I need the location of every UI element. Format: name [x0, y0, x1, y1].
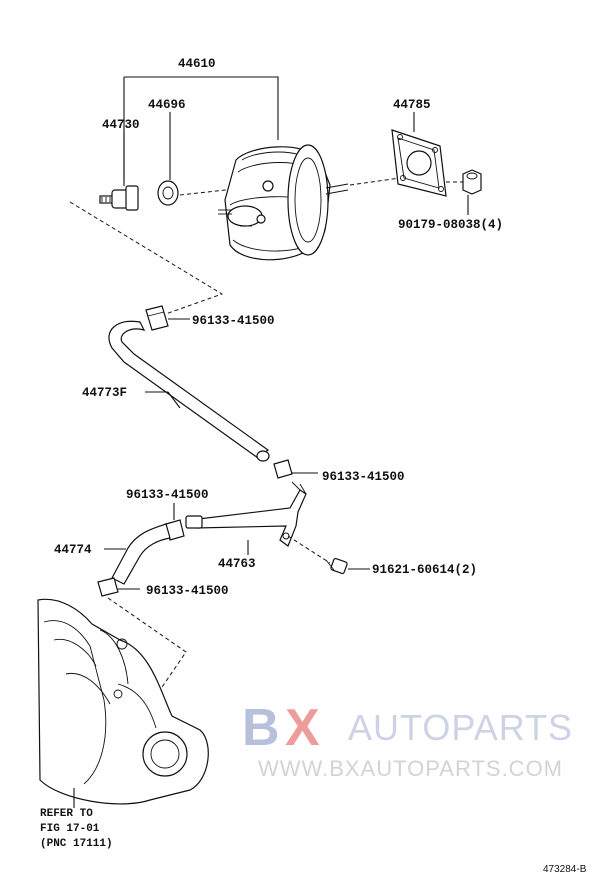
brake-booster-part — [218, 144, 349, 261]
nut-part — [462, 169, 482, 215]
reference-line-1: REFER TO — [40, 808, 93, 820]
reference-line-2: FIG 17-01 — [40, 823, 100, 835]
vacuum-hose-part — [108, 320, 270, 462]
watermark-logo-x: X — [285, 699, 320, 757]
clip-mid-part — [273, 459, 318, 479]
label-check-valve-grommet: 44696 — [148, 98, 186, 112]
clip-bottom-part — [97, 577, 140, 597]
gasket-part — [391, 112, 447, 197]
label-clip-top: 96133-41500 — [192, 314, 275, 328]
figure-id: 473284-B — [543, 864, 587, 875]
label-booster-assy: 44610 — [178, 57, 216, 71]
label-gasket: 44785 — [393, 98, 431, 112]
valve-hose-dash — [69, 201, 224, 317]
label-nut-number: 90179-08038 — [398, 218, 481, 232]
vacuum-pipe-part — [185, 481, 307, 555]
booster-gasket-dash — [349, 177, 401, 186]
label-nut-qty: (4) — [481, 218, 504, 232]
label-vacuum-hose: 44773F — [82, 386, 127, 400]
label-bolt-qty: (2) — [455, 563, 478, 577]
clip-manifold-dash — [107, 597, 187, 691]
watermark-logo-b: B — [242, 699, 280, 757]
label-clip-left: 96133-41500 — [126, 488, 209, 502]
label-bolt-number: 91621-60614 — [372, 563, 455, 577]
check-valve-part — [99, 130, 139, 211]
watermark: B X AUTOPARTS WWW.BXAUTOPARTS.COM — [242, 699, 573, 781]
bolt-part — [325, 557, 370, 575]
watermark-name: AUTOPARTS — [348, 707, 573, 748]
label-clip-mid: 96133-41500 — [322, 470, 405, 484]
label-clip-bottom: 96133-41500 — [146, 584, 229, 598]
label-hose-short: 44774 — [54, 543, 92, 557]
pipe-bolt-dash — [287, 535, 331, 564]
hose-short-part — [104, 523, 171, 585]
label-vacuum-pipe: 44763 — [218, 557, 256, 571]
intake-manifold-part — [37, 598, 209, 808]
label-check-valve: 44730 — [102, 118, 140, 132]
label-nut: 90179-08038(4) — [398, 218, 503, 232]
clip-top-part — [145, 305, 190, 331]
reference-line-3: (PNC 17111) — [40, 838, 113, 850]
grommet-part — [157, 112, 179, 206]
watermark-url: WWW.BXAUTOPARTS.COM — [258, 756, 563, 781]
label-bolt: 91621-60614(2) — [372, 563, 477, 577]
